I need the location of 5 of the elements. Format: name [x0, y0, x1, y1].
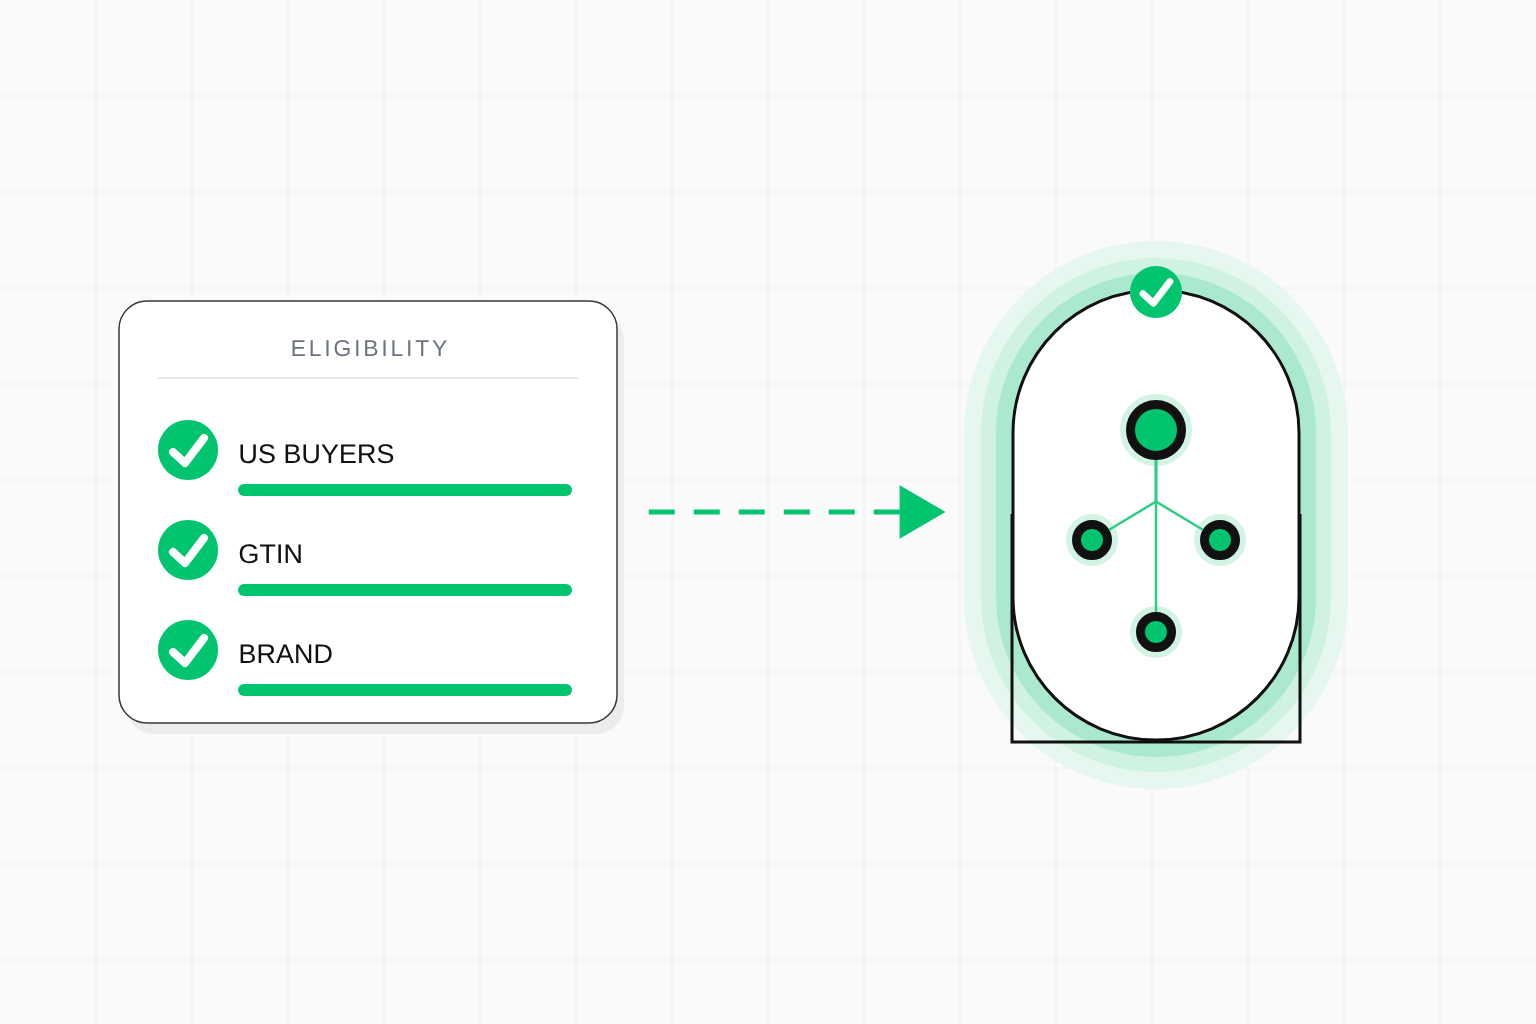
circle-node — [1130, 606, 1182, 658]
connector-line — [1154, 460, 1158, 612]
circle-node — [1194, 514, 1246, 566]
circle-node — [1120, 394, 1192, 466]
circle-node — [1066, 514, 1118, 566]
